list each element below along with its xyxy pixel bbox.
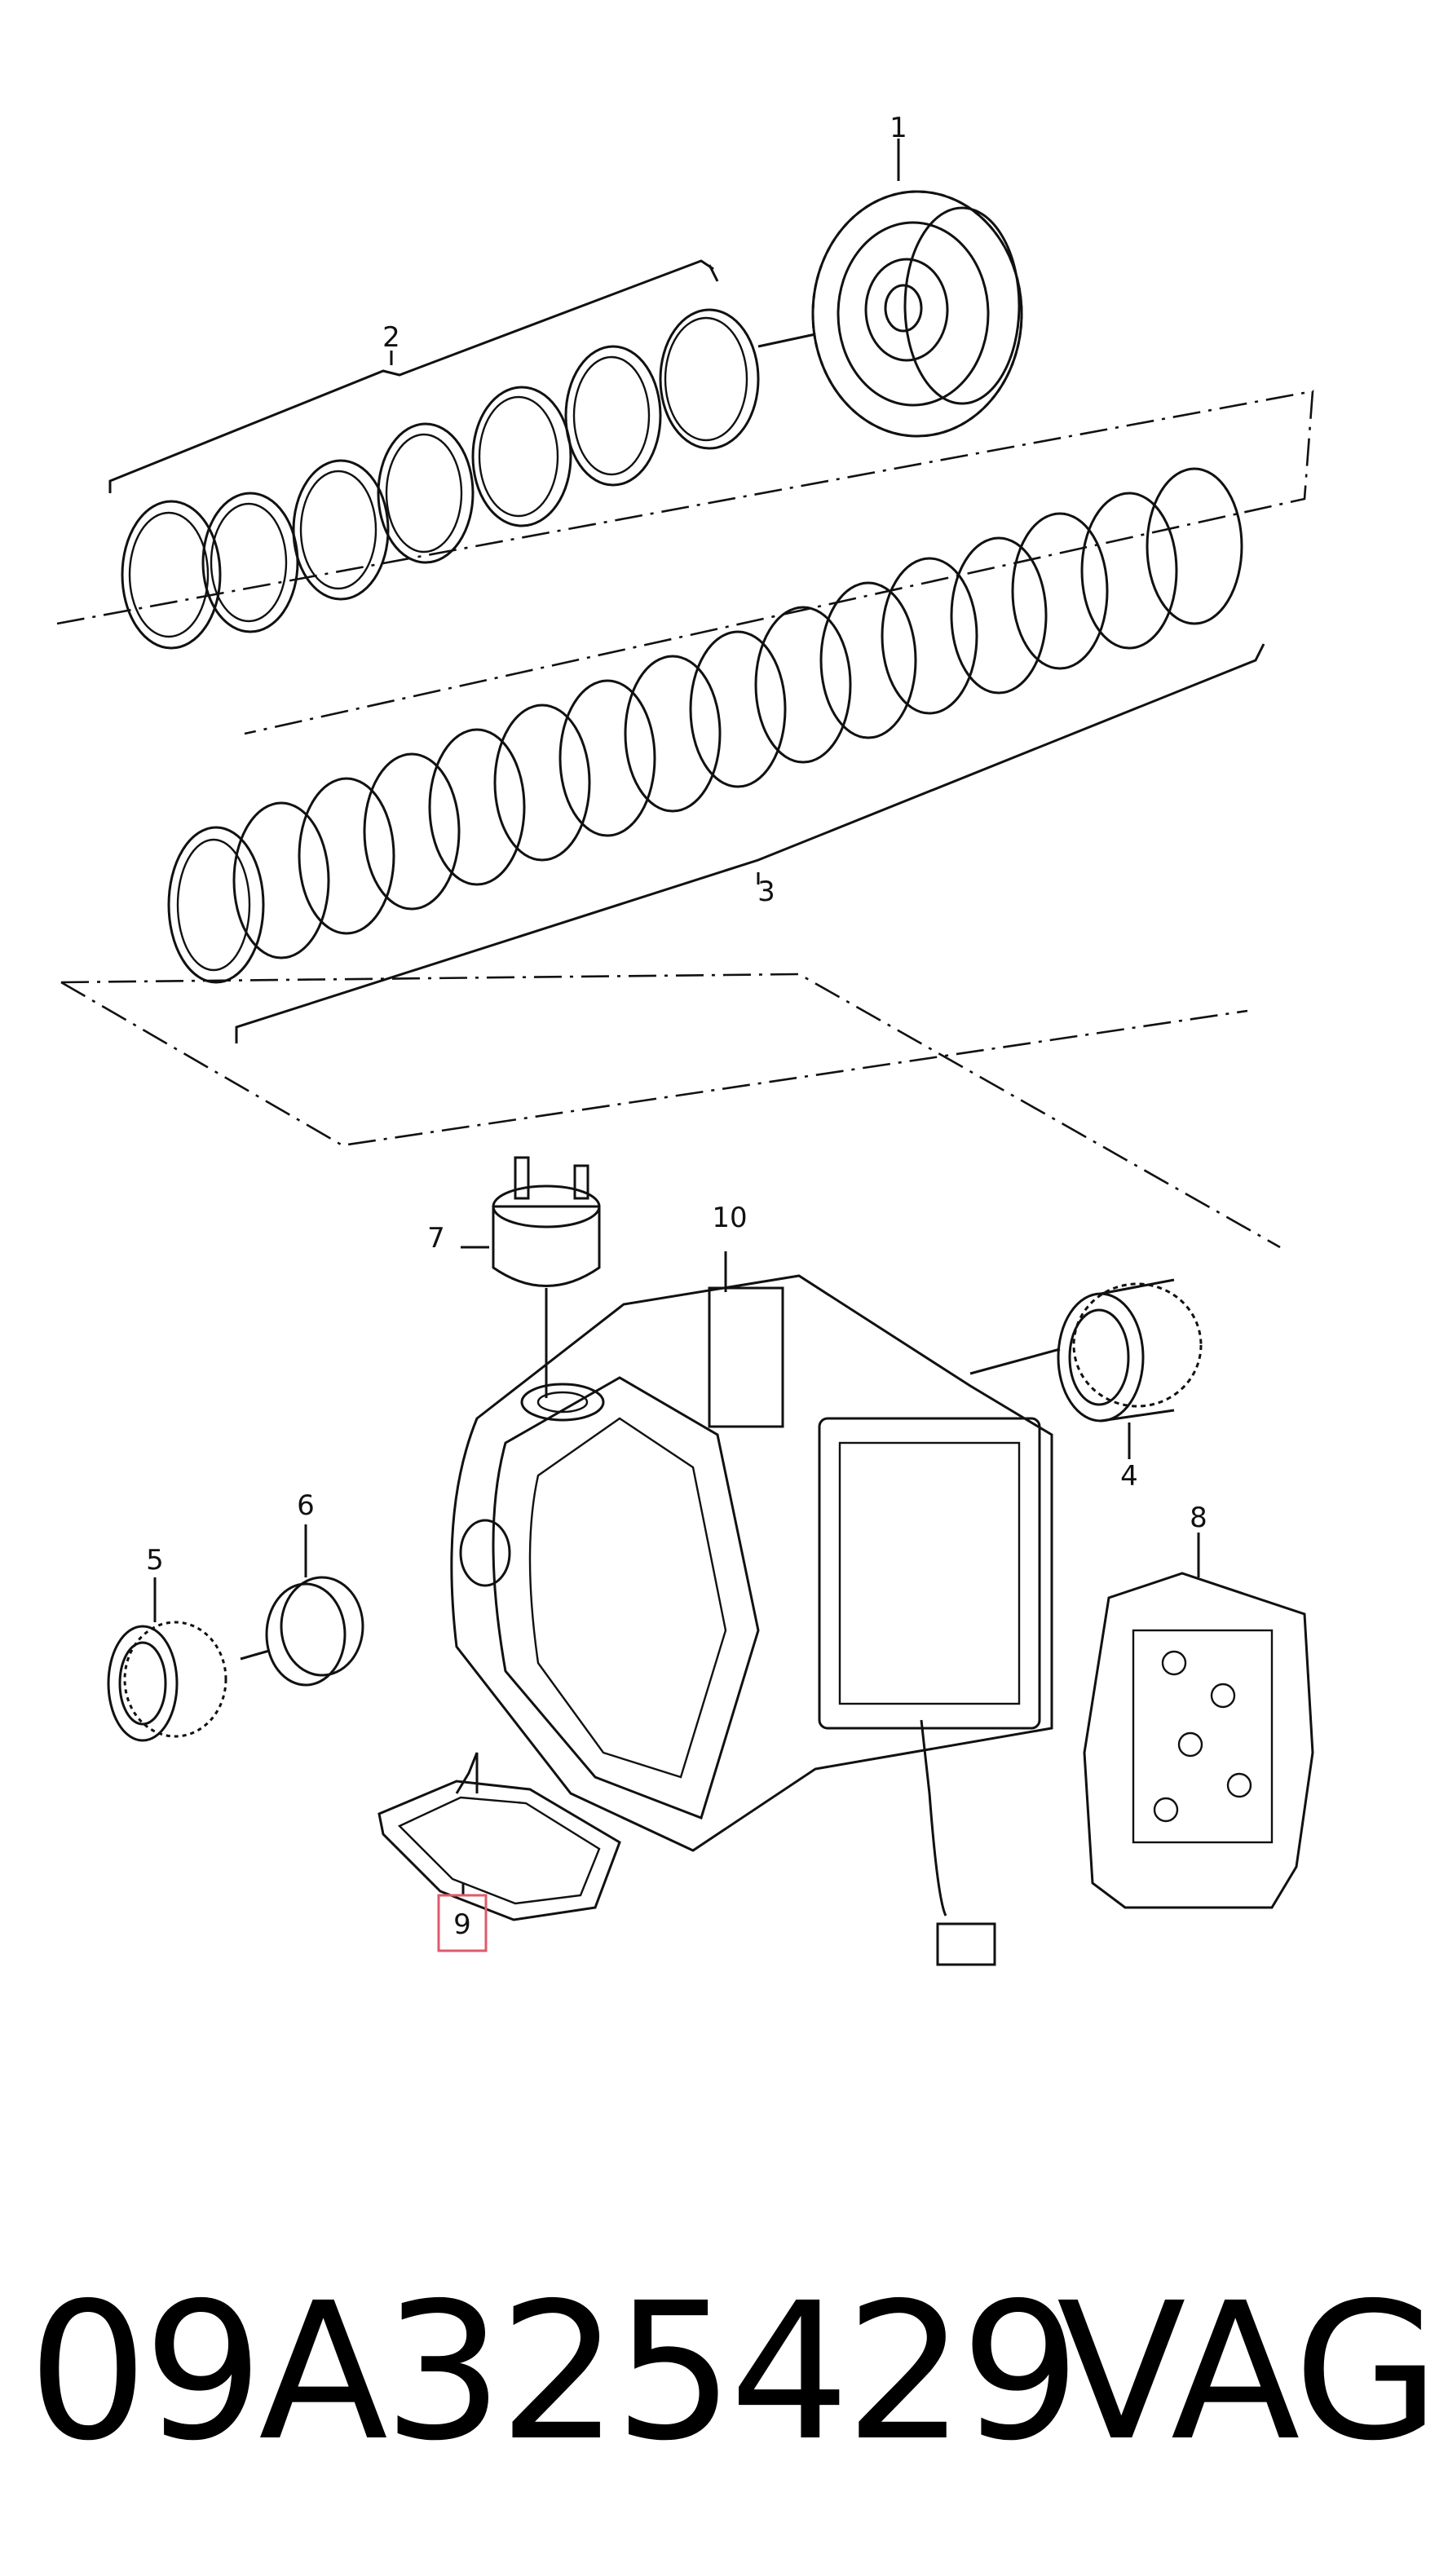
brand-name: VAG <box>1057 2262 1440 2482</box>
part-5-bearing <box>107 1577 227 1742</box>
part-2-disc-set <box>108 259 760 650</box>
exploded-parts-diagram: 1 2 3 4 5 6 7 8 9 10 <box>56 112 1314 1966</box>
part-9-oil-strainer <box>377 1752 621 1921</box>
callout-8[interactable]: 8 <box>1190 1502 1207 1534</box>
part-10-gearbox-housing <box>450 1251 1053 1966</box>
callout-7[interactable]: 7 <box>427 1222 445 1255</box>
part-number: 09A325429 <box>28 2262 1081 2482</box>
footer: 09A325429 VAG <box>0 2250 1448 2494</box>
callout-4[interactable]: 4 <box>1120 1460 1138 1493</box>
part-6-ring <box>240 1524 364 1687</box>
callout-6[interactable]: 6 <box>297 1489 315 1522</box>
callout-9-highlight[interactable]: 9 <box>437 1894 488 1952</box>
callout-10[interactable]: 10 <box>712 1202 747 1234</box>
part-4-gear-sleeve <box>969 1278 1203 1459</box>
part-3-plate-set <box>56 390 1314 1249</box>
part-7-filter <box>461 1156 601 1398</box>
part-1-gear-drum <box>757 139 1023 438</box>
callout-1[interactable]: 1 <box>890 112 907 144</box>
callout-9[interactable]: 9 <box>453 1908 471 1941</box>
callout-3[interactable]: 3 <box>757 876 775 908</box>
part-8-valve-body <box>1083 1533 1314 1909</box>
callout-5[interactable]: 5 <box>146 1544 164 1577</box>
callout-2[interactable]: 2 <box>382 321 400 354</box>
